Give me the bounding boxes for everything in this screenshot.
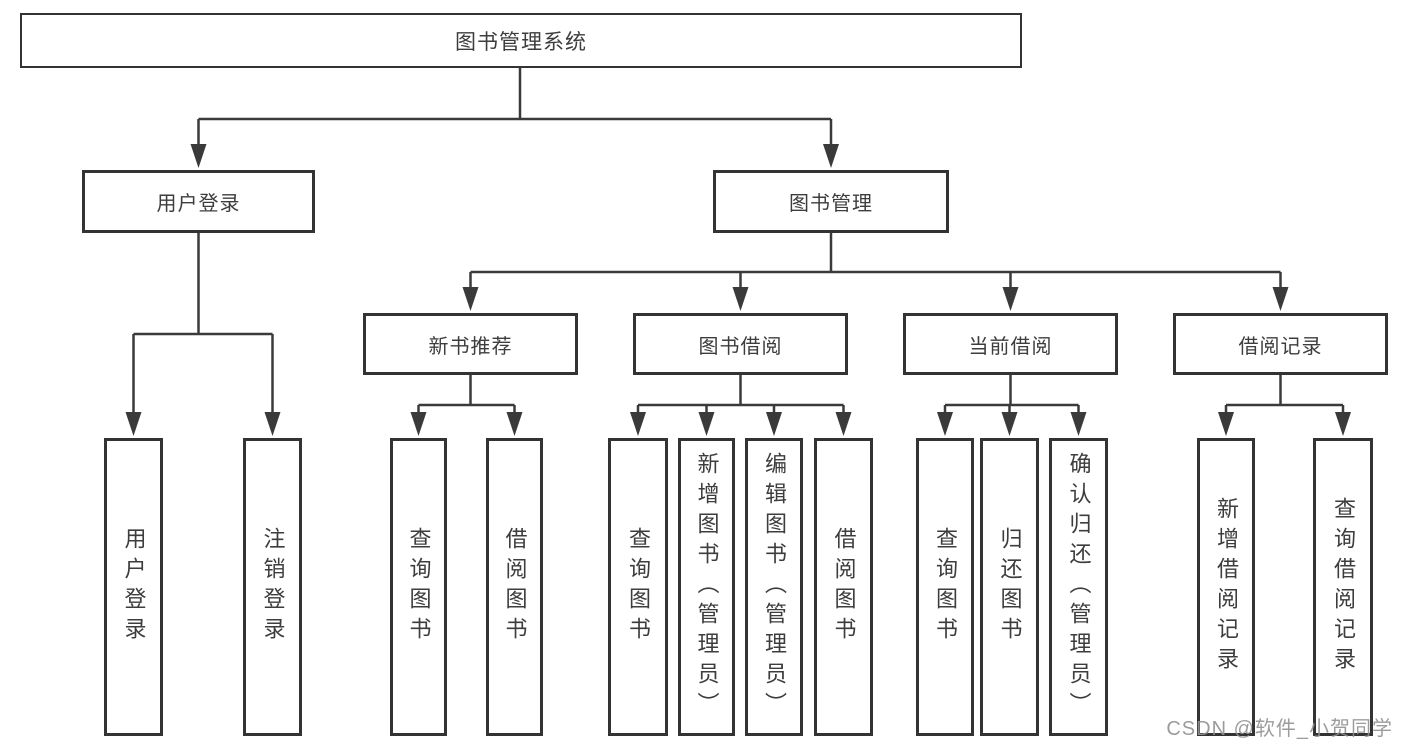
leaf-edit-books-admin-label: 编辑图书（管理员） [762,452,787,722]
leaf-borrow-books-2: 借阅图书 [814,438,873,736]
leaf-add-borrow-record: 新增借阅记录 [1197,438,1255,736]
connector-new-books-to-children [410,375,523,436]
connector-root-to-level1 [190,68,839,168]
leaf-confirm-return-admin-label: 确认归还（管理员） [1066,452,1092,722]
connector-borrow-records-to-children [1218,375,1351,436]
connector-book-borrow-to-children [630,375,852,436]
node-library-management-system: 图书管理系统 [20,13,1022,68]
leaf-add-borrow-record-label: 新增借阅记录 [1214,497,1239,677]
leaf-query-books-2: 查询图书 [608,438,668,736]
leaf-return-books: 归还图书 [980,438,1039,736]
leaf-query-books-2-label: 查询图书 [626,527,651,647]
leaf-borrow-books-1: 借阅图书 [486,438,543,736]
leaf-add-books-admin: 新增图书（管理员） [678,438,735,736]
node-current-borrowing: 当前借阅 [903,313,1118,375]
leaf-borrow-books-1-label: 借阅图书 [502,527,528,647]
leaf-edit-books-admin: 编辑图书（管理员） [745,438,803,736]
leaf-confirm-return-admin: 确认归还（管理员） [1049,438,1108,736]
leaf-query-borrow-record: 查询借阅记录 [1313,438,1373,736]
node-borrowing-records: 借阅记录 [1173,313,1388,375]
leaf-logout-label: 注销登录 [260,527,286,647]
leaf-query-borrow-record-label: 查询借阅记录 [1331,497,1356,677]
leaf-query-books-1: 查询图书 [390,438,447,736]
node-book-management: 图书管理 [713,170,949,233]
node-user-login: 用户登录 [82,170,315,233]
leaf-user-login-label: 用户登录 [121,527,147,647]
connector-user-login-to-children [125,233,281,436]
connector-current-borrow-to-children [937,375,1087,436]
node-book-borrowing: 图书借阅 [633,313,848,375]
leaf-logout: 注销登录 [243,438,302,736]
leaf-user-login: 用户登录 [104,438,163,736]
leaf-query-books-3-label: 查询图书 [933,527,958,647]
node-new-book-recommendation: 新书推荐 [363,313,578,375]
leaf-borrow-books-2-label: 借阅图书 [831,527,857,647]
leaf-add-books-admin-label: 新增图书（管理员） [694,452,720,722]
leaf-query-books-3: 查询图书 [916,438,974,736]
leaf-query-books-1-label: 查询图书 [406,527,432,647]
csdn-watermark: CSDN @软件_小贺同学 [1166,718,1393,740]
leaf-return-books-label: 归还图书 [997,527,1023,647]
connector-book-mgmt-to-level2 [462,233,1289,311]
